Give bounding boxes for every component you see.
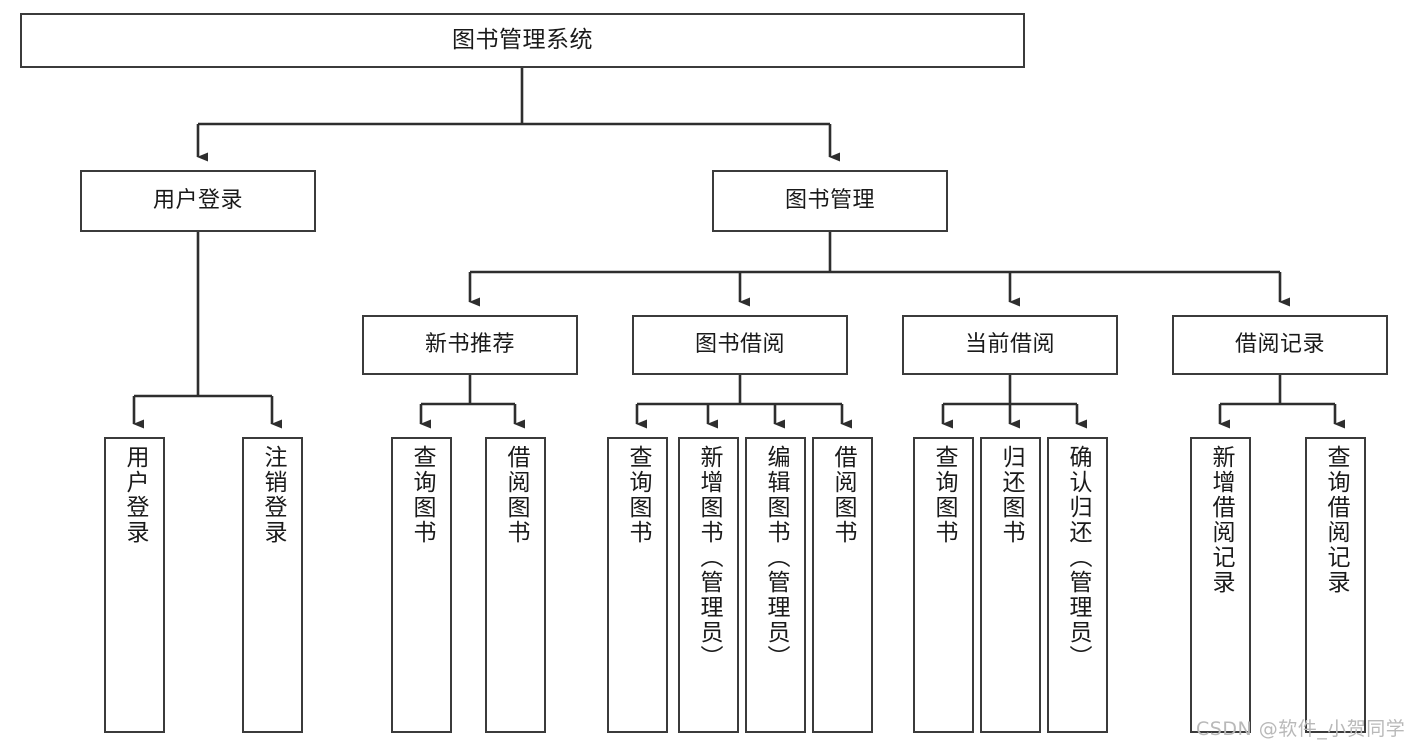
watermark-text: CSDN @软件_小贺同学: [1196, 718, 1405, 740]
node-label: 新增图书（管理员）: [696, 445, 722, 670]
node-new-book-recommend[interactable]: 新书推荐: [362, 315, 578, 375]
node-label: 图书管理系统: [452, 26, 593, 53]
node-label: 当前借阅: [964, 332, 1055, 358]
node-current-borrow[interactable]: 当前借阅: [902, 315, 1118, 375]
node-leaf-logout-login[interactable]: 注销登录: [242, 437, 303, 733]
node-label: 注销登录: [260, 445, 286, 545]
node-label: 查询图书: [931, 445, 957, 545]
node-leaf-query-book-recommend[interactable]: 查询图书: [391, 437, 452, 733]
node-label: 借阅图书: [503, 445, 529, 545]
node-leaf-borrow-book[interactable]: 借阅图书: [812, 437, 873, 733]
node-label: 确认归还（管理员）: [1065, 445, 1091, 670]
node-label: 编辑图书（管理员）: [763, 445, 789, 670]
node-leaf-query-borrow-record[interactable]: 查询借阅记录: [1305, 437, 1366, 733]
node-leaf-query-book-current[interactable]: 查询图书: [913, 437, 974, 733]
node-book-management[interactable]: 图书管理: [712, 170, 948, 232]
node-leaf-confirm-return-admin[interactable]: 确认归还（管理员）: [1047, 437, 1108, 733]
node-label: 新增借阅记录: [1208, 445, 1234, 595]
node-leaf-edit-book-admin[interactable]: 编辑图书（管理员）: [745, 437, 806, 733]
node-label: 查询借阅记录: [1323, 445, 1349, 595]
node-book-borrow[interactable]: 图书借阅: [632, 315, 848, 375]
node-label: 用户登录: [152, 188, 243, 214]
node-user-login[interactable]: 用户登录: [80, 170, 316, 232]
node-label: 借阅图书: [830, 445, 856, 545]
node-leaf-add-borrow-record[interactable]: 新增借阅记录: [1190, 437, 1251, 733]
node-label: 图书借阅: [694, 332, 785, 358]
node-leaf-add-book-admin[interactable]: 新增图书（管理员）: [678, 437, 739, 733]
node-label: 查询图书: [409, 445, 435, 545]
node-label: 查询图书: [625, 445, 651, 545]
node-root-book-management-system[interactable]: 图书管理系统: [20, 13, 1025, 68]
node-label: 图书管理: [784, 188, 875, 214]
node-label: 借阅记录: [1234, 332, 1325, 358]
node-label: 归还图书: [998, 445, 1024, 545]
node-label: 新书推荐: [424, 332, 515, 358]
node-label: 用户登录: [122, 445, 148, 545]
node-borrow-record[interactable]: 借阅记录: [1172, 315, 1388, 375]
node-leaf-borrow-book-recommend[interactable]: 借阅图书: [485, 437, 546, 733]
node-leaf-user-login[interactable]: 用户登录: [104, 437, 165, 733]
node-leaf-query-book-borrow[interactable]: 查询图书: [607, 437, 668, 733]
node-leaf-return-book[interactable]: 归还图书: [980, 437, 1041, 733]
